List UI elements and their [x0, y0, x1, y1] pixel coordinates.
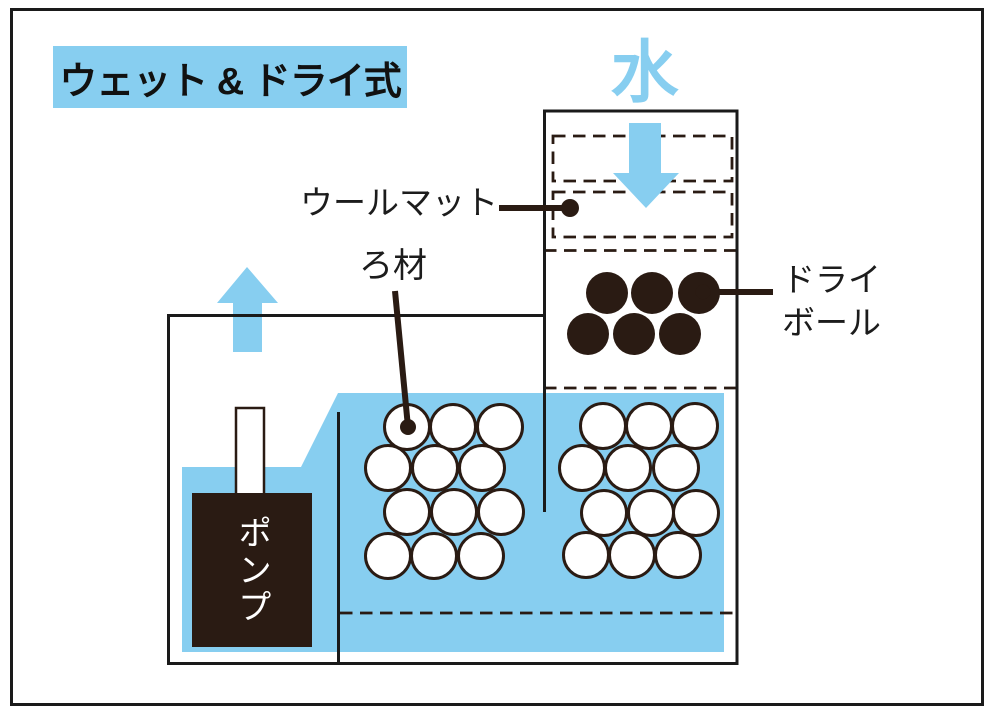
dry-ball: [567, 313, 609, 355]
filter-media-ball: [429, 403, 477, 451]
filter-media-group-right: [558, 402, 720, 579]
filter-media-ball: [604, 444, 652, 492]
dry-ball: [613, 313, 655, 355]
filter-media-ball: [562, 531, 610, 579]
filter-media-ball: [672, 489, 720, 537]
filter-media-ball: [627, 489, 675, 537]
filter-media-ball: [652, 444, 700, 492]
pump-body: [192, 493, 312, 647]
pump-outlet-pipe: [234, 406, 266, 497]
title-badge: ウェット & ドライ式: [53, 46, 407, 108]
dry-ball: [659, 313, 701, 355]
filter-media-pointer: [392, 290, 416, 435]
pump-label: ポンプ: [232, 514, 271, 626]
filter-media-ball: [558, 444, 606, 492]
filter-media-ball: [579, 402, 627, 450]
outer-frame: [10, 8, 984, 706]
dry-ball: [631, 272, 673, 314]
filter-media-label: ろ材: [359, 247, 427, 285]
dry-ball-label-line1: ドライ: [782, 261, 881, 298]
water-inflow-label: 水: [610, 35, 679, 111]
filter-media-ball: [364, 444, 412, 492]
filter-media-ball: [383, 488, 431, 536]
dry-ball-pointer: [695, 284, 773, 300]
filter-media-ball: [654, 531, 702, 579]
up-arrow-icon: [217, 267, 278, 352]
filter-media-ball: [476, 403, 524, 451]
filter-media-ball: [477, 488, 525, 536]
tower-outline: [543, 109, 739, 664]
filter-media-group-left: [364, 403, 525, 580]
tank-outline: [167, 314, 739, 665]
wool-mat-label: ウールマット: [300, 184, 498, 221]
wool-mat-pointer: [499, 199, 579, 217]
down-arrow-icon: [613, 123, 679, 208]
filter-media-ball: [625, 402, 673, 450]
filter-media-ball: [458, 444, 506, 492]
filter-media-ball: [364, 532, 412, 580]
filter-media-ball: [411, 444, 459, 492]
dry-ball-label: ドライ ボール: [782, 258, 912, 344]
dry-ball: [586, 272, 628, 314]
dry-ball-group: [567, 272, 720, 355]
filter-media-ball: [410, 532, 458, 580]
filter-media-ball: [457, 532, 505, 580]
filter-media-pointer-line: [392, 290, 411, 428]
filter-media-ball: [430, 488, 478, 536]
filter-media-ball: [608, 531, 656, 579]
diagram-title: ウェット & ドライ式: [59, 60, 402, 103]
filter-media-ball: [580, 489, 628, 537]
dry-ball-label-line2: ボール: [782, 304, 881, 341]
filter-media-ball: [671, 402, 719, 450]
filter-media-pointer-dot: [400, 419, 416, 435]
dry-ball-pointer-dot: [695, 284, 711, 300]
wool-mat-pointer-dot: [561, 199, 579, 217]
